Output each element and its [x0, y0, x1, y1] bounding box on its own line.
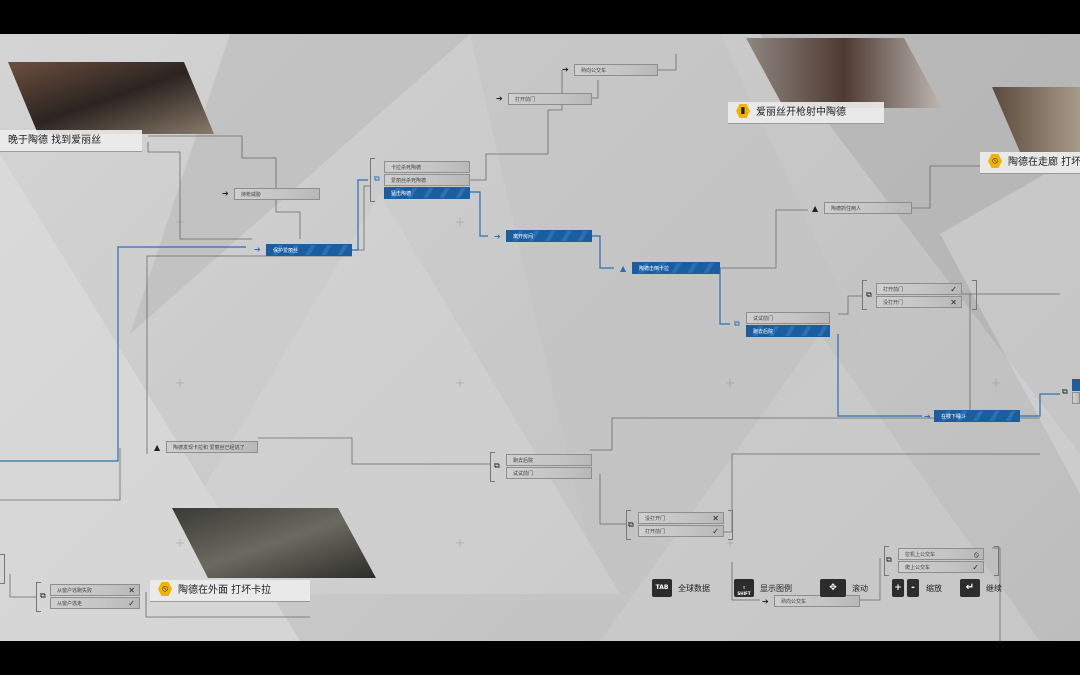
chapter-label-alice-shoots[interactable]: ▮ 爱丽丝开枪射中陶德: [728, 102, 884, 124]
split-icon: ⧉: [40, 591, 46, 600]
chapter-title: 陶德在走廊 打坏卡: [1008, 157, 1080, 168]
chapter-title: 爱丽丝开枪射中陶德: [756, 107, 846, 118]
split-icon: ⧉: [734, 319, 740, 328]
warning-icon: ▲: [620, 264, 627, 273]
check-icon: ✓: [128, 599, 135, 608]
unlock-icon: ▮: [736, 104, 750, 118]
choice-bracket: [370, 158, 375, 202]
node-open-front-door[interactable]: 打开前门: [508, 93, 592, 105]
scene-thumbnail-2: [746, 38, 942, 108]
node-todd-catches-both[interactable]: 陶德抓住两人: [824, 202, 912, 214]
arrow-icon: ➔: [924, 412, 931, 421]
node-try-front-door[interactable]: 试试前门: [746, 312, 830, 324]
split-icon: ⧉: [1062, 387, 1068, 396]
node-grab-bus[interactable]: 拉机上公交车⦸: [898, 548, 984, 560]
choice-bracket: [862, 280, 867, 310]
blocked-icon: ⦸: [973, 550, 979, 559]
chapter-label-find-alice[interactable]: 晚于陶德 找到爱丽丝: [0, 130, 142, 152]
move-icon: ✥: [820, 579, 846, 597]
split-icon: ⧉: [628, 520, 634, 529]
node-hit-todd[interactable]: 猛击陶德: [384, 187, 470, 199]
node-head-to-bus-2[interactable]: 熟向公交车: [774, 595, 860, 607]
node-todd-knocks-kara[interactable]: 陶德击倒卡拉: [632, 262, 720, 274]
arrow-icon: ➔: [222, 189, 229, 198]
split-icon: ⧉: [886, 555, 892, 564]
control-zoom[interactable]: + - 缩放: [892, 579, 942, 597]
control-show-legend[interactable]: ⇧SHIFT 显示图例: [734, 579, 792, 597]
scene-thumbnail-3: [992, 87, 1080, 152]
arrow-icon: ➔: [496, 94, 503, 103]
split-icon: ⧉: [494, 461, 500, 470]
chapter-title: 陶德在外面 打坏卡拉: [178, 585, 272, 596]
node-alice-kills-todd[interactable]: 爱丽丝杀死陶德: [384, 174, 470, 186]
node-run-backyard-2[interactable]: 跑去后院: [506, 454, 592, 466]
flowchart-canvas[interactable]: 晚于陶德 找到爱丽丝 ▮ 爱丽丝开枪射中陶德 ⦸ 陶德在走廊 打坏卡 ⦸ 陶德在外面 …: [0, 34, 1080, 641]
warning-icon: ▲: [812, 204, 819, 213]
arrow-icon: ➔: [562, 65, 569, 74]
node-run-backyard[interactable]: 跑去后院: [746, 325, 830, 337]
choice-bracket: [0, 554, 5, 584]
node-door-not-opened-2[interactable]: 没打开门✕: [638, 512, 724, 524]
control-label: 全球数据: [678, 583, 710, 593]
node-offscreen-2[interactable]: [1072, 392, 1080, 404]
check-icon: ✓: [712, 527, 719, 536]
node-gun-threat[interactable]: 持枪威胁: [234, 188, 320, 200]
zoom-in-key: +: [892, 579, 904, 597]
check-icon: ✓: [972, 563, 979, 572]
node-protect-alice[interactable]: 保护爱丽丝: [266, 244, 352, 256]
flowchart-lines: [0, 34, 1080, 641]
arrow-icon: ➔: [254, 245, 261, 254]
chapter-title: 晚于陶德 找到爱丽丝: [8, 135, 102, 146]
node-kara-kills-todd[interactable]: 卡拉杀死陶德: [384, 161, 470, 173]
node-fight-downstairs[interactable]: 在楼下睡斗: [934, 410, 1020, 422]
node-window-escape[interactable]: 从窗户逃走✓: [50, 597, 140, 609]
check-icon: ✓: [950, 285, 957, 294]
node-window-escape-fail[interactable]: 从窗户逃跑失败✕: [50, 584, 140, 596]
split-icon: ⧉: [374, 174, 380, 183]
control-label: 滚动: [852, 583, 868, 593]
warning-icon: ▲: [154, 443, 161, 452]
node-head-to-bus[interactable]: 熟向公交车: [574, 64, 658, 76]
arrow-icon: ➔: [762, 597, 769, 606]
node-opened-front-door-2[interactable]: 打开前门✓: [638, 525, 724, 537]
node-opened-front-door[interactable]: 打开前门✓: [876, 283, 962, 295]
choice-bracket: [994, 546, 999, 576]
cross-icon: ✕: [712, 514, 719, 523]
control-label: 缩放: [926, 583, 942, 593]
node-climb-bus[interactable]: 爬上公交车✓: [898, 561, 984, 573]
cross-icon: ✕: [950, 298, 957, 307]
control-scroll[interactable]: ✥ 滚动: [820, 579, 868, 597]
enter-key-icon: ↵: [960, 579, 980, 597]
chapter-label-hallway[interactable]: ⦸ 陶德在走廊 打坏卡: [980, 152, 1080, 174]
blocked-icon: ⦸: [158, 582, 172, 596]
choice-bracket: [884, 546, 889, 576]
choice-bracket: [36, 582, 41, 612]
choice-bracket: [728, 510, 733, 540]
node-leave-room[interactable]: 离开房间: [506, 230, 592, 242]
node-try-front-door-2[interactable]: 试试前门: [506, 467, 592, 479]
cross-icon: ✕: [128, 586, 135, 595]
node-door-not-opened[interactable]: 没打开门✕: [876, 296, 962, 308]
zoom-out-key: -: [907, 579, 919, 597]
control-global-data[interactable]: TAB 全球数据: [652, 579, 710, 597]
scene-thumbnail-4: [172, 508, 376, 578]
control-label: 继续: [986, 583, 1002, 593]
split-icon: ⧉: [866, 290, 872, 299]
node-todd-finds-escape[interactable]: 陶德发现卡拉和 爱丽丝已经逃了: [166, 441, 258, 453]
chapter-label-outside[interactable]: ⦸ 陶德在外面 打坏卡拉: [150, 580, 310, 602]
scene-thumbnail-1: [8, 62, 214, 134]
choice-bracket: [972, 280, 977, 310]
choice-bracket: [490, 452, 495, 482]
tab-key: TAB: [652, 579, 672, 597]
control-label: 显示图例: [760, 583, 792, 593]
blocked-icon: ⦸: [988, 154, 1002, 168]
shift-key: ⇧SHIFT: [734, 579, 754, 597]
choice-bracket: [626, 510, 631, 540]
node-offscreen-1[interactable]: [1072, 379, 1080, 391]
arrow-icon: ➔: [494, 232, 501, 241]
control-continue[interactable]: ↵ 继续: [960, 579, 1002, 597]
